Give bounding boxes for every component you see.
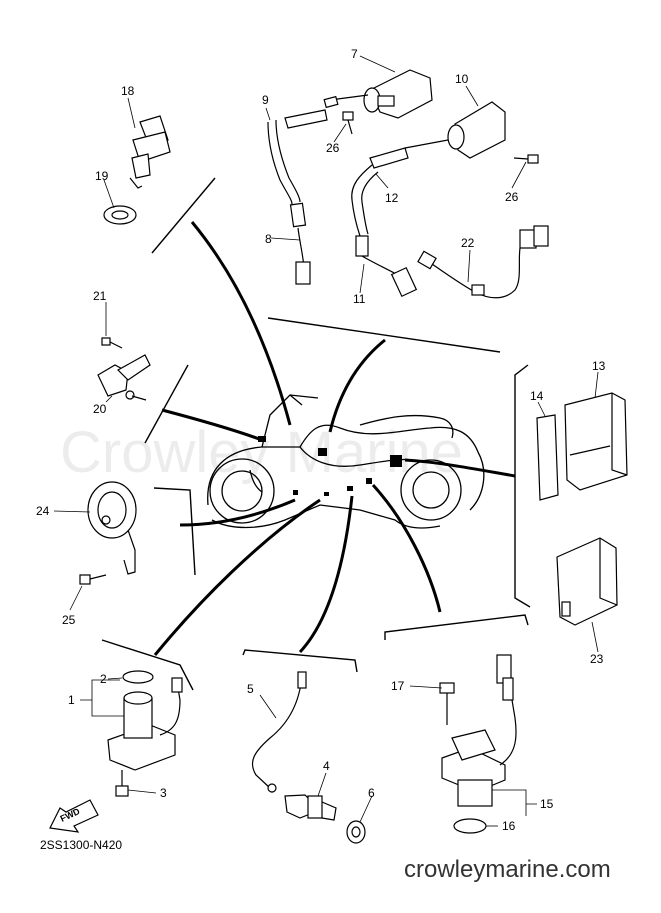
switch-part-4 (284, 794, 337, 821)
callout-10: 10 (455, 72, 469, 86)
relay-part-23 (556, 537, 618, 626)
callout-25: 25 (62, 613, 76, 627)
callout-7: 7 (351, 47, 358, 61)
lead-part-5 (251, 671, 307, 793)
ignition-coil-part-7 (323, 69, 433, 119)
callout-2: 2 (100, 672, 107, 686)
callout-23: 23 (590, 652, 604, 666)
bolt-part-3 (115, 770, 129, 797)
sensor-part-1 (107, 677, 183, 771)
callout-1: 1 (68, 693, 75, 707)
site-footer-text: crowleymarine.com (404, 856, 611, 883)
bolt-part-17 (439, 682, 455, 725)
callout-12: 12 (385, 191, 399, 205)
bolt-part-26b (513, 154, 539, 164)
callout-26b: 26 (505, 190, 519, 204)
temp-sensor-part-18 (129, 115, 171, 189)
callout-17: 17 (391, 679, 405, 693)
callout-numbers: 18 19 7 9 26 10 12 26 8 22 11 21 20 13 1… (36, 47, 606, 833)
callout-3: 3 (160, 786, 167, 800)
o-ring-part-2 (122, 670, 154, 684)
callout-15: 15 (540, 797, 554, 811)
bolt-part-21 (101, 337, 123, 349)
washer-part-6 (346, 820, 366, 844)
callout-19: 19 (95, 169, 109, 183)
ecu-part-13 (564, 392, 628, 491)
callout-26a: 26 (326, 141, 340, 155)
washer-part-19 (103, 205, 137, 225)
o-ring-part-16 (453, 818, 487, 834)
brackets-and-links (101, 177, 531, 691)
plug-lead-part-11 (355, 235, 418, 298)
watermark-text: Crowley Marine (60, 420, 463, 485)
callout-24: 24 (36, 504, 50, 518)
callout-13: 13 (592, 359, 606, 373)
wire-harness-part-22 (417, 225, 549, 299)
callout-4: 4 (323, 759, 330, 773)
callout-8: 8 (265, 232, 272, 246)
callout-22: 22 (461, 236, 475, 250)
callout-20: 20 (93, 402, 107, 416)
ignition-coil-part-10 (404, 101, 506, 159)
plug-cap-part-9 (267, 109, 328, 205)
callout-6: 6 (368, 786, 375, 800)
sensor-part-15 (441, 654, 517, 807)
plug-cap-part-12 (351, 147, 409, 237)
callout-14: 14 (530, 389, 544, 403)
callout-16: 16 (502, 819, 516, 833)
callout-5: 5 (247, 682, 254, 696)
diagram-code-label: 2SS1300-N420 (40, 838, 123, 852)
sensor-part-20 (97, 354, 151, 401)
bracket-part-14 (536, 414, 559, 501)
bolt-part-25 (79, 574, 107, 585)
callout-9: 9 (262, 93, 269, 107)
callout-18: 18 (121, 84, 135, 98)
bolt-part-26a (342, 111, 354, 135)
callout-11: 11 (353, 292, 366, 306)
callout-21: 21 (93, 289, 107, 303)
horn-part-24 (87, 481, 137, 575)
leader-lines (53, 55, 599, 827)
plug-lead-part-8 (289, 202, 311, 285)
forward-arrow-icon: FWD (49, 799, 99, 833)
